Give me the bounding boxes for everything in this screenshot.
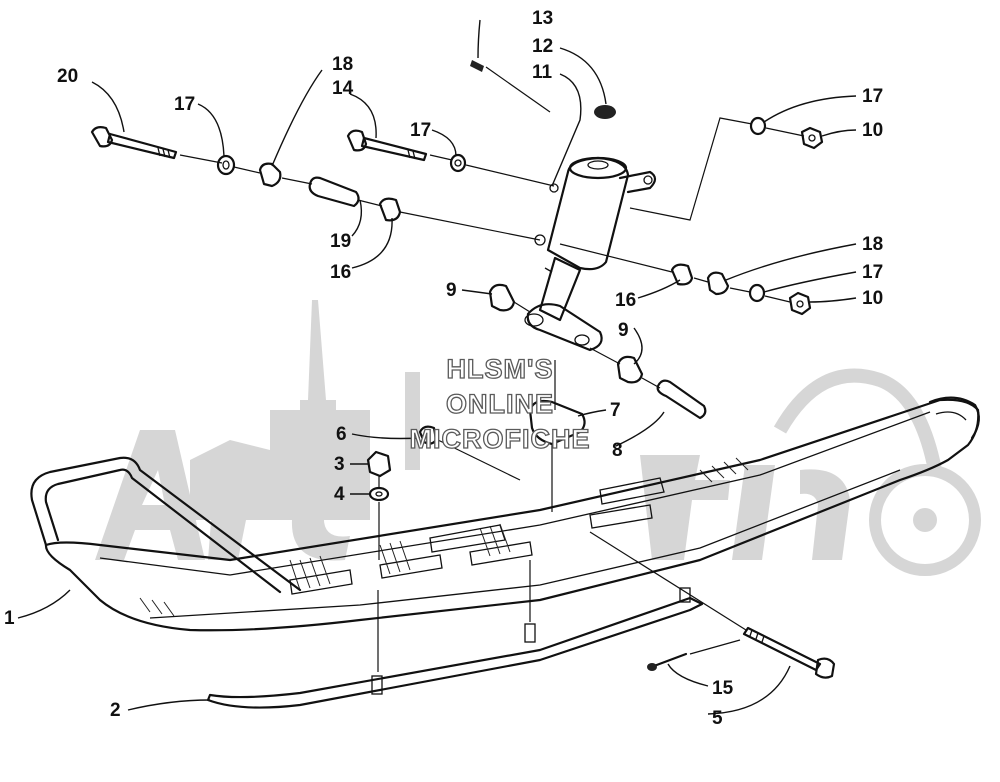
callout-5: 5 xyxy=(712,708,723,729)
watermark-line-3: MICROFICHE xyxy=(410,424,591,454)
spacer-9-upper xyxy=(488,283,516,312)
pin-8 xyxy=(656,379,707,420)
callout-10-right: 10 xyxy=(862,288,883,309)
bolt-14 xyxy=(346,129,428,162)
bushing-6 xyxy=(418,425,438,445)
callout-6: 6 xyxy=(336,424,347,445)
callout-18-right: 18 xyxy=(862,234,883,255)
bushing-16-right xyxy=(670,263,694,286)
saddle-7 xyxy=(528,399,586,446)
callout-19: 19 xyxy=(330,231,351,252)
ski-body xyxy=(44,396,980,632)
washer-17-left xyxy=(216,154,236,176)
bolt-20 xyxy=(90,126,178,160)
callout-12: 12 xyxy=(532,36,553,57)
callout-8: 8 xyxy=(612,440,623,461)
watermark-logo xyxy=(95,300,981,576)
washer-17-top-right xyxy=(749,116,767,136)
callout-4: 4 xyxy=(334,484,345,505)
callout-14: 14 xyxy=(332,78,354,99)
callout-17-mid: 17 xyxy=(410,120,431,141)
watermark-line-2: ONLINE xyxy=(446,389,554,419)
assembly-lines xyxy=(179,66,805,672)
callout-16-left: 16 xyxy=(330,262,351,283)
callout-1: 1 xyxy=(4,608,15,629)
callout-10-top: 10 xyxy=(862,120,883,141)
bushing-16-left xyxy=(378,197,402,222)
callout-7: 7 xyxy=(610,400,621,421)
callout-9-lower: 9 xyxy=(618,320,629,341)
washer-17-mid xyxy=(449,153,467,173)
callout-17-top-right: 17 xyxy=(862,86,883,107)
ski-shading xyxy=(139,457,749,617)
spacer-9-lower xyxy=(616,355,644,384)
spindle-cap xyxy=(594,105,616,119)
callout-17-left: 17 xyxy=(174,94,195,115)
leader-lines xyxy=(17,19,857,715)
callout-3: 3 xyxy=(334,454,345,475)
washer-4 xyxy=(368,486,390,502)
callout-9-upper: 9 xyxy=(446,280,457,301)
nut-3 xyxy=(366,450,392,478)
callout-2: 2 xyxy=(110,700,121,721)
callout-13: 13 xyxy=(532,8,553,29)
cotter-pin-15 xyxy=(647,652,688,671)
nut-10-top-right xyxy=(800,126,824,150)
sleeve-19 xyxy=(308,176,360,208)
callout-11: 11 xyxy=(532,62,553,83)
ski-loop-handle xyxy=(30,456,302,594)
nut-10-right xyxy=(788,291,812,316)
grease-fitting xyxy=(470,60,484,72)
bushing-18-left xyxy=(258,162,282,188)
wear-bar xyxy=(206,587,704,709)
callout-18-top: 18 xyxy=(332,54,353,75)
watermark-line-1: HLSM'S xyxy=(447,354,554,384)
callout-20: 20 xyxy=(57,66,78,87)
callout-15: 15 xyxy=(712,678,734,699)
washer-17-right xyxy=(748,283,766,303)
bolt-5 xyxy=(742,626,836,679)
callout-17-right: 17 xyxy=(862,262,883,283)
callout-16-right: 16 xyxy=(615,290,636,311)
watermark-text: HLSM'S ONLINE MICROFICHE xyxy=(409,353,591,454)
bushing-18-right xyxy=(706,271,730,296)
callout-labels: 20 17 18 14 17 13 12 11 17 10 19 16 18 1… xyxy=(4,8,883,729)
spindle xyxy=(524,156,657,352)
